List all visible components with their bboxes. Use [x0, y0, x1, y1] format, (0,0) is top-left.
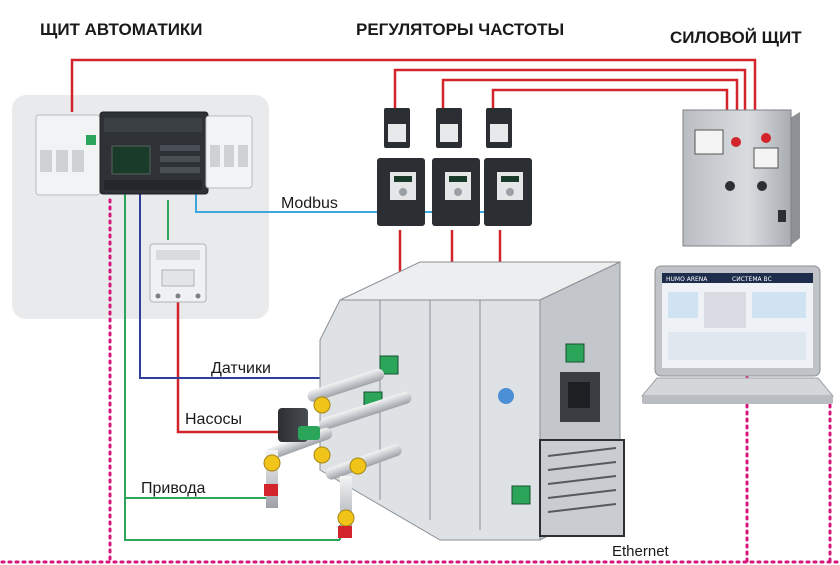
circuit-breaker-right	[205, 115, 253, 189]
title-frequency-regulators: РЕГУЛЯТОРЫ ЧАСТОТЫ	[356, 20, 564, 39]
title-automation-panel: ЩИТ АВТОМАТИКИ	[40, 20, 203, 39]
power-panel-cabinet	[682, 109, 800, 247]
piping	[263, 368, 412, 538]
frequency-regulator-1	[377, 108, 425, 226]
label-modbus: Modbus	[281, 195, 338, 212]
contactor	[149, 243, 207, 303]
circuit-breaker-left	[35, 114, 101, 196]
frequency-regulator-2	[432, 108, 480, 226]
laptop: HUMO ARENA СИСТЕМА ВС	[640, 265, 835, 404]
label-pumps: Насосы	[185, 411, 242, 428]
label-actuators: Привода	[141, 480, 206, 497]
title-power-panel: СИЛОВОЙ ЩИТ	[670, 28, 802, 47]
pump	[278, 408, 320, 442]
label-sensors: Датчики	[211, 360, 271, 377]
laptop-screen-header: СИСТЕМА ВС	[732, 276, 772, 283]
laptop-screen-logo: HUMO ARENA	[666, 276, 708, 283]
frequency-regulator-3	[484, 108, 532, 226]
air-handling-unit	[319, 261, 625, 541]
plc-controller	[99, 111, 209, 195]
label-ethernet: Ethernet	[612, 543, 670, 560]
